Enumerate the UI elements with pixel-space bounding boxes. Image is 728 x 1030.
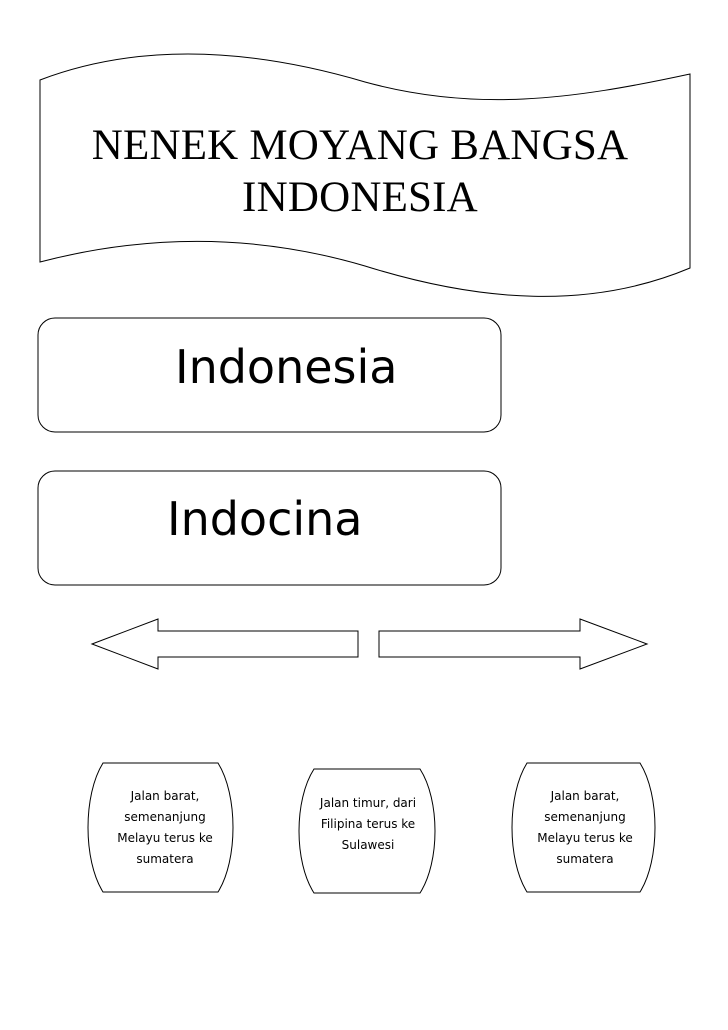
left-arrow xyxy=(90,618,359,670)
route-middle-text: Jalan timur, dari Filipina terus ke Sula… xyxy=(319,796,417,852)
page-title: NENEK MOYANG BANGSA INDONESIA xyxy=(60,112,660,232)
indonesia-label: Indonesia xyxy=(175,340,398,394)
route-right-shape xyxy=(511,762,656,893)
indocina-box xyxy=(37,470,502,586)
right-arrow xyxy=(378,618,649,670)
route-left-shape xyxy=(87,762,234,893)
route-right-text: Jalan barat, semenanjung Melayu terus ke… xyxy=(537,789,633,866)
indonesia-box xyxy=(37,317,502,433)
title-banner-shape xyxy=(39,53,691,297)
indocina-label: Indocina xyxy=(167,492,363,546)
page-title-line1: NENEK MOYANG BANGSA xyxy=(91,122,629,169)
page-title-line2: INDONESIA xyxy=(242,174,478,221)
route-left-text: Jalan barat, semenanjung Melayu terus ke… xyxy=(117,789,213,866)
route-middle-shape xyxy=(298,768,436,894)
